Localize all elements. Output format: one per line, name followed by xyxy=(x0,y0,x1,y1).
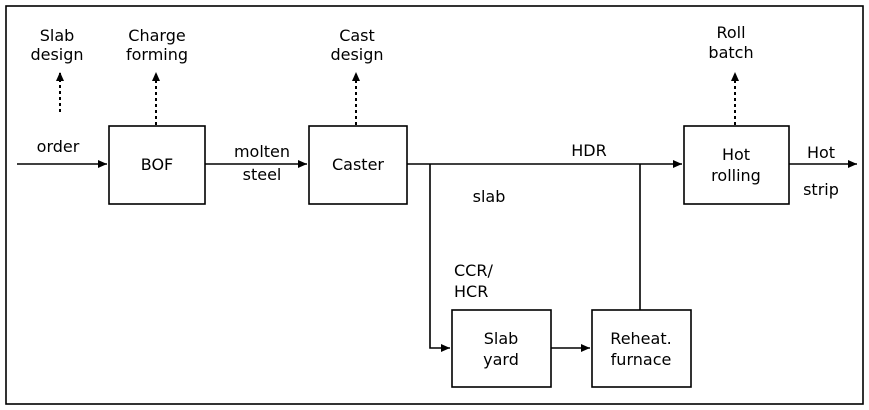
diagram-frame xyxy=(5,5,864,405)
hdr-label: HDR xyxy=(571,141,606,160)
order-label: order xyxy=(37,137,80,156)
caster-box xyxy=(308,125,408,205)
reheat-furnace-label-1: Reheat. xyxy=(610,329,671,348)
ccr-hcr-label-1: CCR/ xyxy=(454,261,493,280)
molten-steel-label-2: steel xyxy=(243,165,282,184)
slab-label: slab xyxy=(473,187,506,206)
hot-rolling-box xyxy=(683,125,790,205)
hot-rolling-label-2: rolling xyxy=(711,166,761,185)
caster-label: Caster xyxy=(332,155,384,174)
hot-rolling-label-1: Hot xyxy=(722,145,750,164)
ccr-hcr-label-2: HCR xyxy=(454,282,488,301)
roll-batch-label-1: Roll xyxy=(716,23,745,42)
charge-forming-label-1: Charge xyxy=(128,26,185,45)
slab-design-label-1: Slab xyxy=(40,26,75,45)
slab-yard-label-1: Slab xyxy=(484,329,519,348)
slab-yard-box xyxy=(451,309,552,388)
charge-forming-label-2: forming xyxy=(126,45,188,64)
hot-strip-label-1: Hot xyxy=(807,143,835,162)
reheat-furnace-box xyxy=(591,309,692,388)
slab-design-label-2: design xyxy=(30,45,83,64)
slab-branch-arrow xyxy=(429,164,450,352)
bof-label: BOF xyxy=(141,155,174,174)
molten-steel-label-1: molten xyxy=(234,142,290,161)
slab-yard-label-2: yard xyxy=(483,350,519,369)
bof-box xyxy=(108,125,206,205)
hot-strip-label-2: strip xyxy=(803,180,839,199)
reheat-furnace-label-2: furnace xyxy=(611,350,672,369)
cast-design-label-2: design xyxy=(330,45,383,64)
roll-batch-label-2: batch xyxy=(708,43,753,62)
cast-design-label-1: Cast xyxy=(339,26,375,45)
